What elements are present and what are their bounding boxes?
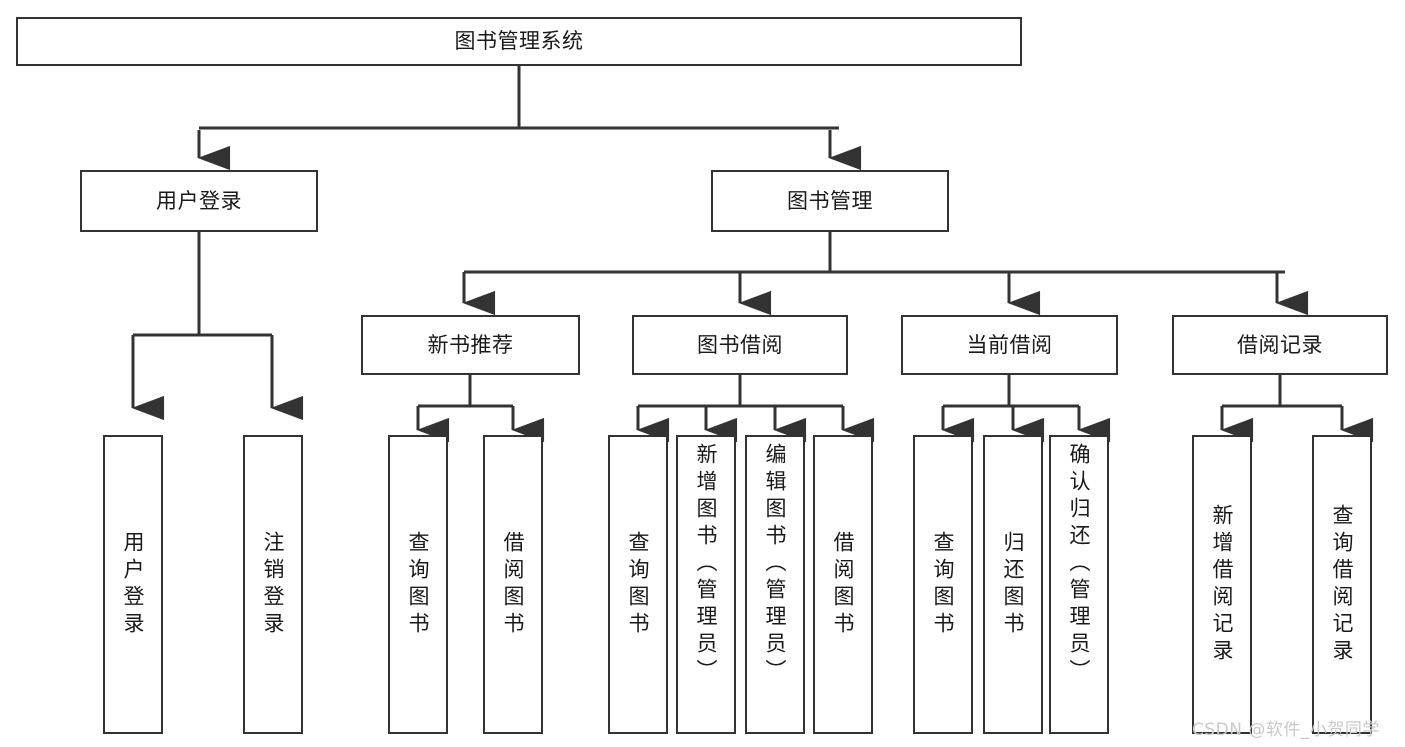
node-root-label: 图书管理系统	[454, 29, 584, 54]
leaf-book-borrow-query-label: 查询图书	[626, 530, 651, 639]
leaf-new-book-borrow[interactable]: 借阅图书	[483, 435, 543, 734]
leaf-new-book-query-label: 查询图书	[406, 530, 431, 639]
leaf-new-book-borrow-label: 借阅图书	[501, 530, 526, 639]
leaf-book-borrow-add-label: 新增图书（管理员）	[694, 443, 719, 686]
leaf-book-borrow-add[interactable]: 新增图书（管理员）	[676, 435, 736, 734]
node-book-management[interactable]: 图书管理	[711, 170, 949, 232]
leaf-book-borrow-borrow-label: 借阅图书	[831, 530, 856, 639]
node-new-book-recommend[interactable]: 新书推荐	[361, 315, 580, 375]
leaf-user-login-signout-label: 注销登录	[261, 530, 286, 639]
leaf-user-login-signin[interactable]: 用户登录	[103, 435, 163, 734]
node-user-login-label: 用户登录	[156, 188, 242, 213]
leaf-book-borrow-query[interactable]: 查询图书	[608, 435, 668, 734]
leaf-user-login-signout[interactable]: 注销登录	[243, 435, 303, 734]
node-book-borrow[interactable]: 图书借阅	[632, 315, 848, 375]
node-new-book-recommend-label: 新书推荐	[427, 332, 514, 357]
node-book-management-label: 图书管理	[787, 188, 873, 213]
node-root[interactable]: 图书管理系统	[16, 17, 1022, 66]
node-book-borrow-label: 图书借阅	[697, 332, 783, 357]
csdn-watermark: CSDN @软件_小贺同学	[1192, 720, 1380, 740]
node-current-borrow-label: 当前借阅	[966, 332, 1053, 357]
leaf-current-borrow-query-label: 查询图书	[931, 530, 956, 639]
leaf-current-borrow-confirm-return-label: 确认归还（管理员）	[1067, 443, 1092, 686]
node-borrow-record[interactable]: 借阅记录	[1172, 315, 1388, 375]
leaf-current-borrow-query[interactable]: 查询图书	[913, 435, 973, 734]
node-borrow-record-label: 借阅记录	[1237, 332, 1323, 357]
leaf-current-borrow-return[interactable]: 归还图书	[983, 435, 1043, 734]
leaf-book-borrow-edit[interactable]: 编辑图书（管理员）	[745, 435, 805, 734]
leaf-current-borrow-return-label: 归还图书	[1001, 530, 1026, 639]
leaf-new-book-query[interactable]: 查询图书	[388, 435, 448, 734]
leaf-book-borrow-edit-label: 编辑图书（管理员）	[763, 443, 788, 686]
leaf-current-borrow-confirm-return[interactable]: 确认归还（管理员）	[1049, 435, 1109, 734]
leaf-borrow-record-query-label: 查询借阅记录	[1330, 503, 1355, 666]
node-current-borrow[interactable]: 当前借阅	[901, 315, 1118, 375]
leaf-book-borrow-borrow[interactable]: 借阅图书	[813, 435, 873, 734]
leaf-borrow-record-add[interactable]: 新增借阅记录	[1192, 435, 1252, 734]
leaf-borrow-record-add-label: 新增借阅记录	[1210, 503, 1235, 666]
leaf-user-login-signin-label: 用户登录	[121, 530, 146, 639]
leaf-borrow-record-query[interactable]: 查询借阅记录	[1312, 435, 1372, 734]
node-user-login[interactable]: 用户登录	[80, 170, 318, 232]
